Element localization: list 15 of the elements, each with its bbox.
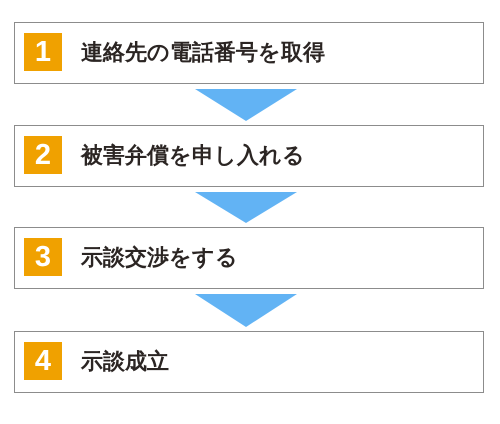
step-text: 示談成立 (81, 348, 169, 376)
step-box (14, 125, 484, 187)
arrow (195, 192, 297, 223)
step-box (14, 227, 484, 289)
step-number-badge: 3 (24, 238, 62, 276)
step-number-badge: 2 (24, 136, 62, 174)
step-text: 示談交渉をする (81, 244, 238, 272)
step-number-badge: 4 (24, 342, 62, 380)
step-box (14, 22, 484, 84)
arrow (195, 89, 297, 121)
arrow (195, 294, 297, 327)
step-text: 被害弁償を申し入れる (81, 142, 305, 170)
step-text: 連絡先の電話番号を取得 (81, 39, 325, 67)
step-number-badge: 1 (24, 33, 62, 71)
step-box (14, 331, 484, 393)
